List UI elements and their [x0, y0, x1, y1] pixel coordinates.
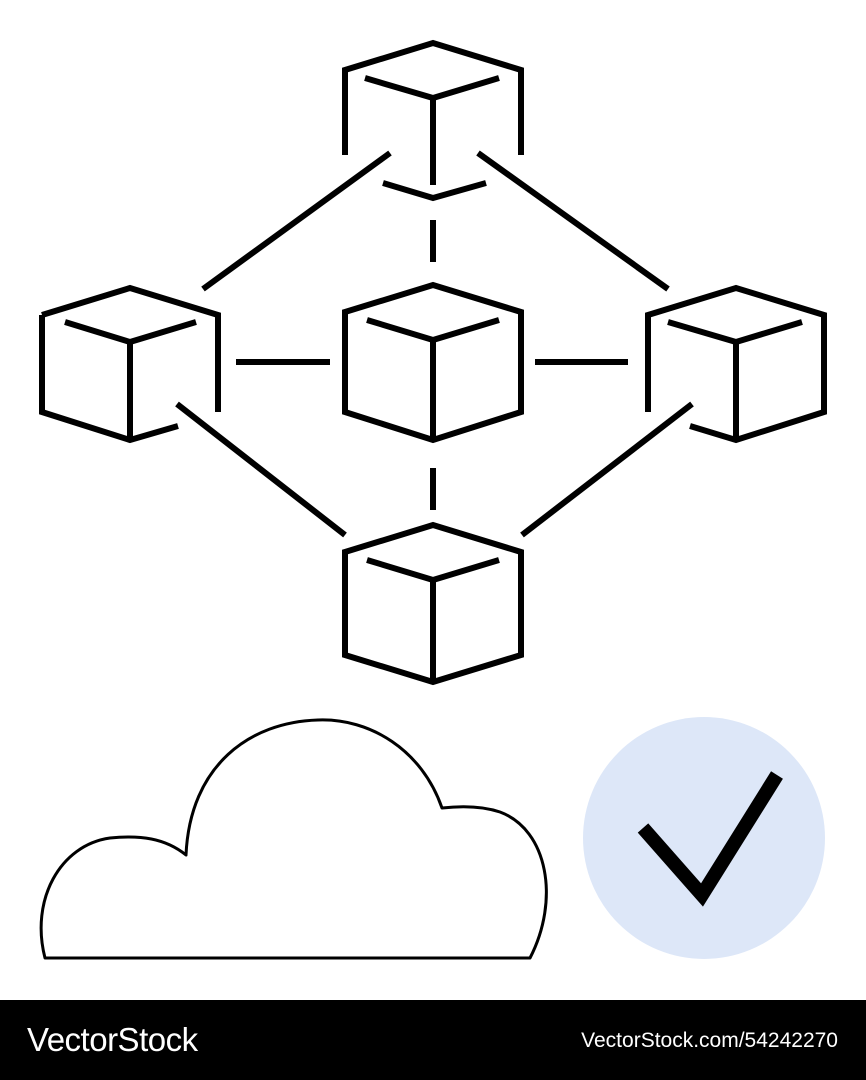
watermark-footer: VectorStock VectorStock.com/54242270 [0, 1000, 866, 1080]
network-links [175, 150, 694, 538]
check-badge-circle [583, 717, 825, 959]
link-right-bottom [520, 401, 694, 538]
cube-bottom [342, 521, 524, 686]
link-top-right [476, 150, 670, 292]
checkmark-icon [637, 771, 783, 907]
cube-top [342, 39, 524, 202]
blockchain-network-illustration [39, 39, 827, 960]
cube-center [342, 281, 524, 444]
cube-left [39, 284, 221, 444]
check-badge [583, 717, 825, 959]
image-id-text: VectorStock.com/54242270 [581, 1029, 838, 1052]
link-top-left [201, 150, 392, 292]
brand-logo: VectorStock [27, 1021, 198, 1058]
link-left-bottom [175, 401, 347, 538]
cube-right [645, 284, 827, 444]
cloud-icon [39, 718, 548, 960]
